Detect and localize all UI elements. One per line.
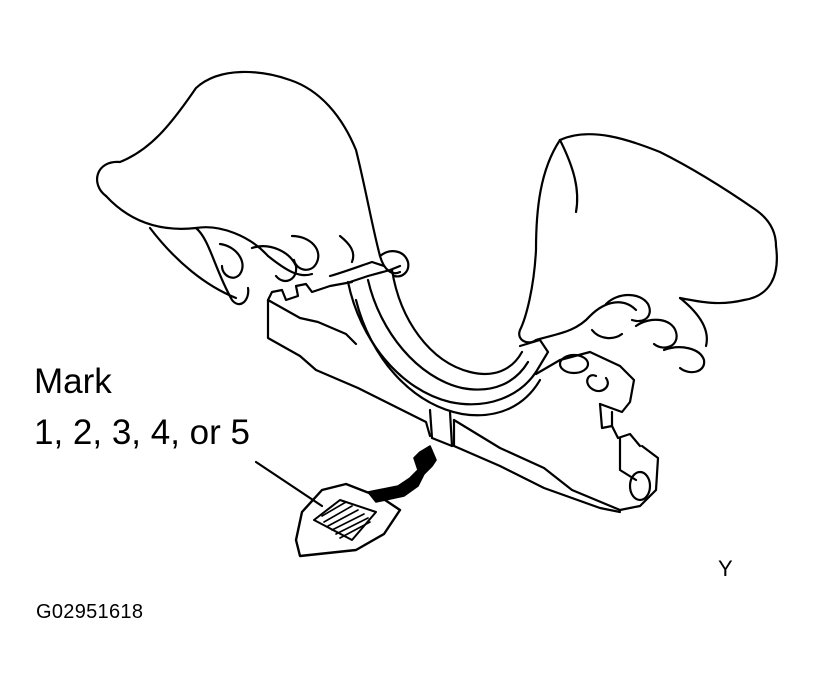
direction-arrow <box>367 445 437 503</box>
stamped-mark-icon <box>313 499 377 541</box>
bearing-cap <box>266 280 660 514</box>
corner-letter: Y <box>718 556 733 581</box>
mark-callout <box>254 460 402 558</box>
mark-values-label: 1, 2, 3, 4, or 5 <box>34 413 250 452</box>
bearing-shell <box>346 264 550 417</box>
right-hand <box>518 133 778 374</box>
left-hand <box>96 70 410 306</box>
mark-label: Mark <box>34 362 112 401</box>
figure-code: G02951618 <box>36 601 144 623</box>
